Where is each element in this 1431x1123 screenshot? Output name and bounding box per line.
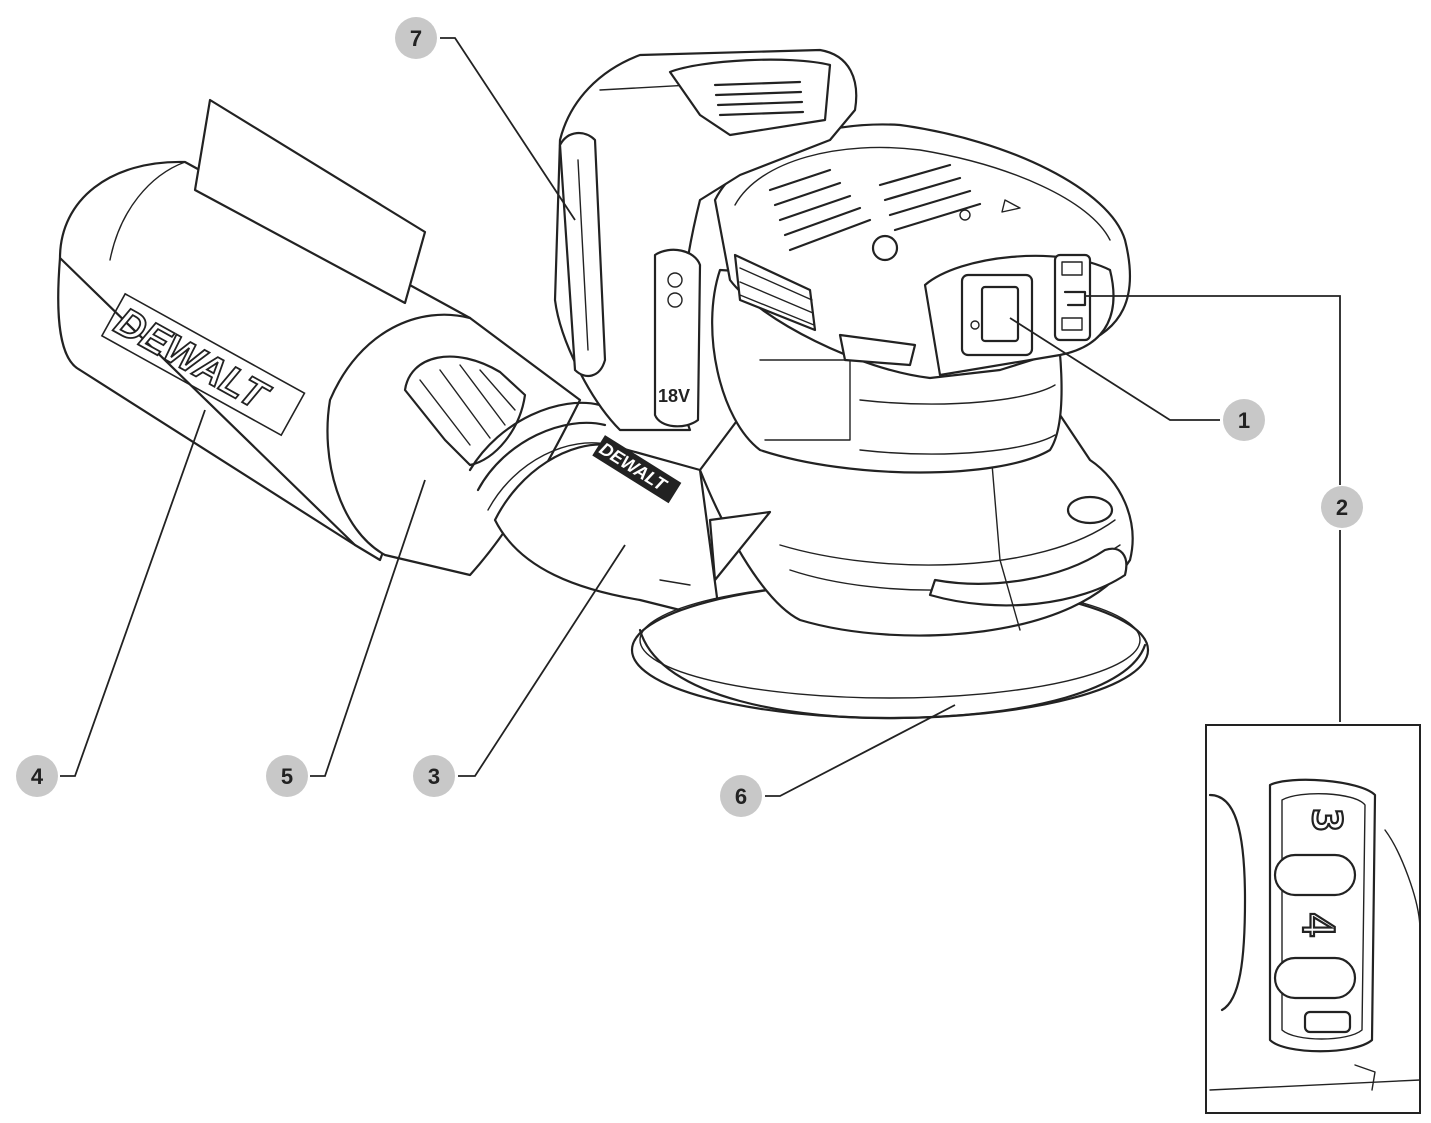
sander-housing — [698, 123, 1134, 637]
callout-4: 4 — [16, 755, 58, 797]
callout-5-label: 5 — [281, 764, 293, 789]
top-vent-grille — [768, 163, 982, 252]
speed-dial-small — [1053, 253, 1092, 342]
leader-line-4 — [60, 409, 206, 777]
callout-5: 5 — [266, 755, 308, 797]
callout-2: 2 — [1321, 486, 1363, 528]
callout-6: 6 — [720, 775, 762, 817]
callout-7: 7 — [395, 17, 437, 59]
callout-1-label: 1 — [1238, 408, 1250, 433]
leader-line-6 — [765, 704, 956, 797]
callout-2-label: 2 — [1336, 495, 1348, 520]
side-vents — [733, 253, 917, 367]
callout-7-label: 7 — [410, 26, 422, 51]
callout-3: 3 — [413, 755, 455, 797]
battery-voltage-label: 18V — [658, 386, 690, 406]
callout-6-label: 6 — [735, 784, 747, 809]
speed-dial-detail-inset: 3 4 — [1205, 724, 1421, 1114]
callout-1: 1 — [1223, 399, 1265, 441]
leader-lines — [60, 37, 1341, 797]
leader-line-2 — [1085, 295, 1341, 485]
callout-3-label: 3 — [428, 764, 440, 789]
leader-line-1 — [1009, 317, 1220, 421]
leader-line-7 — [440, 37, 576, 221]
callout-4-label: 4 — [31, 764, 44, 789]
leader-line-3 — [458, 544, 626, 777]
battery-pack: 18V — [553, 48, 858, 432]
leader-line-5 — [310, 479, 426, 777]
speed-dial-digit-4: 4 — [1292, 912, 1343, 939]
bag-label-panel — [193, 98, 427, 305]
power-switch — [980, 285, 1020, 343]
speed-dial-digit-3: 3 — [1303, 808, 1349, 832]
